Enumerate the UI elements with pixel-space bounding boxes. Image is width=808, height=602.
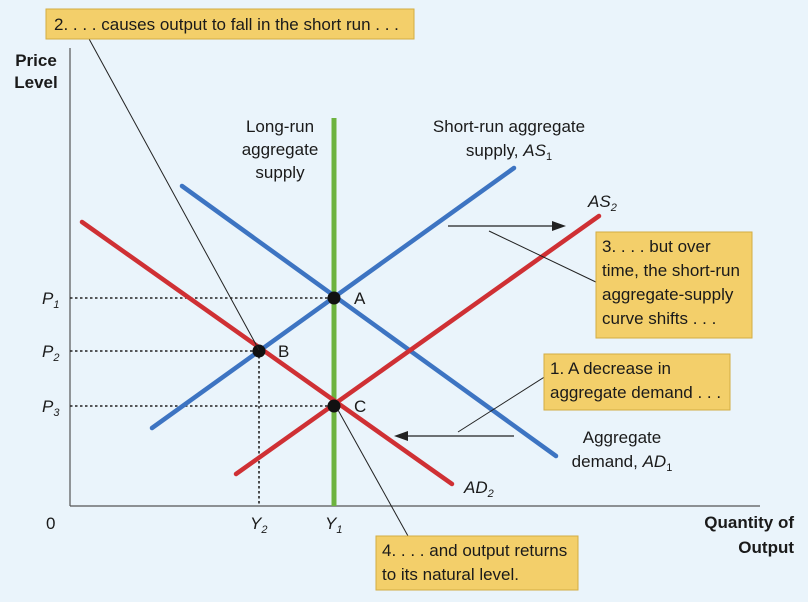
point-a: [327, 291, 341, 305]
note3-text-2: time, the short-run: [602, 261, 740, 280]
tick-p2: P2: [42, 342, 59, 364]
note3-text-1: 3. . . . but over: [602, 237, 711, 256]
label-lras-2: aggregate: [242, 140, 319, 159]
note4-text-1: 4. . . . and output returns: [382, 541, 567, 560]
x-axis-title-line-2: Output: [738, 538, 794, 557]
leader-note3: [488, 230, 601, 285]
note4-box: [375, 535, 579, 591]
series-ad1: [179, 183, 559, 459]
note3-box: [595, 231, 753, 339]
label-lras-3: supply: [255, 163, 305, 182]
series-ad2: [79, 219, 455, 487]
origin-label: 0: [46, 514, 55, 533]
label-ad1-1: Aggregate: [583, 428, 661, 447]
label-as1-1: Short-run aggregate: [433, 117, 585, 136]
leader-note1: [457, 375, 547, 433]
label-ad2: AD2: [463, 478, 494, 500]
point-c: [327, 399, 341, 413]
note1-text-2: aggregate demand . . .: [550, 383, 721, 402]
point-b: [252, 344, 266, 358]
note3-text-3: aggregate-supply: [602, 285, 734, 304]
note2-text: 2. . . . causes output to fall in the sh…: [54, 15, 399, 34]
y-axis-title-line-2: Level: [14, 73, 57, 92]
point-b-label: B: [278, 342, 289, 361]
note2-box: [45, 8, 415, 40]
label-ad1-2: demand, AD1: [572, 452, 673, 474]
shift-arrow-ad-head: [394, 431, 408, 441]
tick-y1: Y1: [325, 514, 342, 536]
label-as2: AS2: [587, 192, 617, 214]
point-c-label: C: [354, 397, 366, 416]
note4-text-2: to its natural level.: [382, 565, 519, 584]
label-as1-2: supply, AS1: [466, 141, 552, 163]
point-a-label: A: [354, 289, 366, 308]
leader-note4: [337, 409, 409, 537]
note3-text-4: curve shifts . . .: [602, 309, 716, 328]
note1-text-1: 1. A decrease in: [550, 359, 671, 378]
note1-box: [543, 353, 731, 411]
tick-y2: Y2: [250, 514, 267, 536]
y-axis-title-line-1: Price: [15, 51, 57, 70]
leader-note2: [81, 25, 260, 351]
x-axis-title-line-1: Quantity of: [704, 513, 794, 532]
series-as2: [233, 213, 602, 477]
tick-p1: P1: [42, 289, 59, 311]
tick-p3: P3: [42, 397, 60, 419]
shift-arrow-as-head: [552, 221, 566, 231]
label-lras-1: Long-run: [246, 117, 314, 136]
